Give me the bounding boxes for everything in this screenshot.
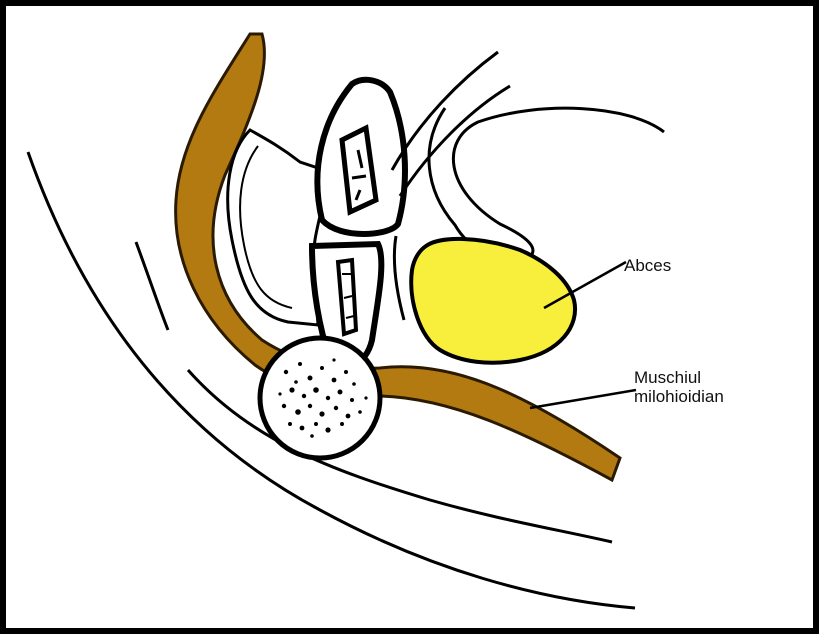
abscess-region xyxy=(411,239,575,363)
muscle-leader-line xyxy=(530,390,636,408)
mylohyoid-label-line-1: Muschiul xyxy=(634,368,724,387)
floor-of-mouth-line xyxy=(394,236,404,320)
mylohyoid-muscle-label: Muschiul milohioidian xyxy=(634,368,724,406)
frame-border xyxy=(3,3,816,631)
mucosa-line-1 xyxy=(392,52,498,170)
abscess-label: Abces xyxy=(624,256,671,275)
speckled-bone-section xyxy=(260,338,380,458)
mucosa-line-2 xyxy=(400,86,510,196)
mylohyoid-label-line-2: milohioidian xyxy=(634,387,724,406)
inner-mandible-curve xyxy=(136,242,168,330)
